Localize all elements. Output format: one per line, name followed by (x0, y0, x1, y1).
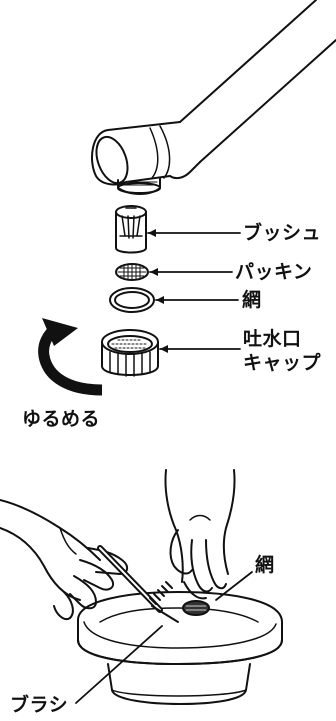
brush-leader-line (75, 625, 163, 704)
label-net2: 網 (255, 554, 275, 576)
right-hand (164, 469, 236, 600)
bowl (77, 591, 283, 705)
brush-tool (97, 545, 179, 623)
outlet-cap-part (101, 329, 159, 377)
label-cap-line1: 吐水口 (243, 328, 302, 350)
net-ring-part (109, 287, 155, 313)
left-hand (0, 499, 128, 620)
faucet-spout (91, 0, 336, 195)
net2-leader-line (215, 571, 253, 601)
label-bush: ブッシュ (243, 222, 322, 244)
label-packing: パッキン (235, 261, 313, 283)
label-loosen: ゆるめる (22, 408, 101, 430)
label-brush: ブラシ (10, 694, 69, 716)
packing-part (115, 263, 149, 281)
net-in-fingers (182, 600, 210, 616)
bush-part (115, 205, 147, 254)
label-net: 網 (242, 289, 262, 311)
label-cap-line2: キャップ (243, 352, 322, 374)
loosen-arrow (38, 318, 103, 396)
